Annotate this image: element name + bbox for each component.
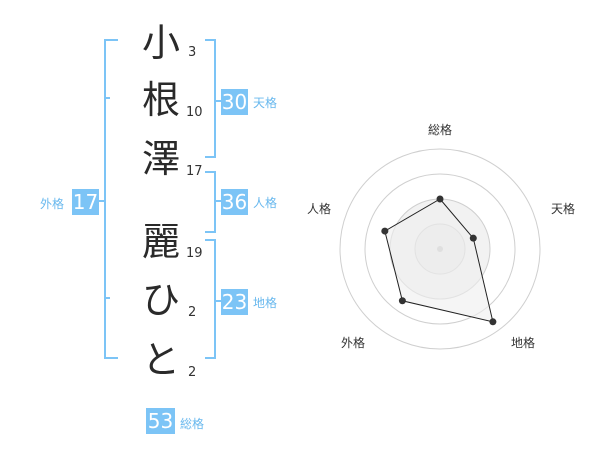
chikaku-value-badge: 23 — [221, 289, 248, 315]
soukaku-value-badge: 53 — [146, 408, 175, 434]
tenkaku-label: 天格 — [253, 96, 278, 110]
name-char-1: 小 — [142, 21, 181, 65]
gaikaku-bracket — [104, 39, 118, 359]
tenkaku-bracket — [205, 39, 216, 158]
radar-series-polygon — [384, 198, 494, 323]
name-char-6: と — [142, 338, 181, 382]
radar-point-soukaku — [436, 195, 444, 203]
stroke-count-3: 17 — [186, 164, 203, 179]
name-char-2: 根 — [142, 78, 181, 122]
soukaku-label: 総格 — [180, 417, 205, 431]
name-char-5: ひ — [142, 278, 181, 322]
radar-ring-4 — [339, 148, 541, 350]
radar-axis-label-tenkaku: 天格 — [551, 202, 576, 216]
jinkaku-value-badge: 36 — [221, 189, 248, 215]
chikaku-label: 地格 — [253, 296, 278, 310]
name-char-4: 麗 — [142, 220, 181, 264]
stroke-count-2: 10 — [186, 105, 203, 120]
radar-ring-3 — [364, 173, 516, 325]
stroke-count-4: 19 — [186, 246, 203, 261]
stroke-count-6: 2 — [188, 365, 197, 380]
radar-point-gaikaku — [398, 297, 406, 305]
gaikaku-label: 外格 — [40, 197, 65, 211]
radar-point-tenkaku — [469, 234, 477, 242]
jinkaku-label: 人格 — [253, 196, 278, 210]
tenkaku-value-badge: 30 — [221, 89, 248, 115]
radar-axis-label-jinkaku: 人格 — [307, 202, 332, 216]
radar-axis-label-soukaku: 総格 — [428, 123, 453, 137]
chikaku-bracket — [205, 239, 216, 359]
radar-axis-label-chikaku: 地格 — [511, 336, 536, 350]
name-char-3: 澤 — [142, 137, 181, 181]
radar-axis-label-gaikaku: 外格 — [341, 336, 366, 350]
stroke-count-5: 2 — [188, 305, 197, 320]
radar-point-jinkaku — [381, 227, 389, 235]
stroke-count-1: 3 — [188, 45, 197, 60]
radar-point-chikaku — [489, 318, 497, 326]
gaikaku-value-badge: 17 — [72, 189, 99, 215]
